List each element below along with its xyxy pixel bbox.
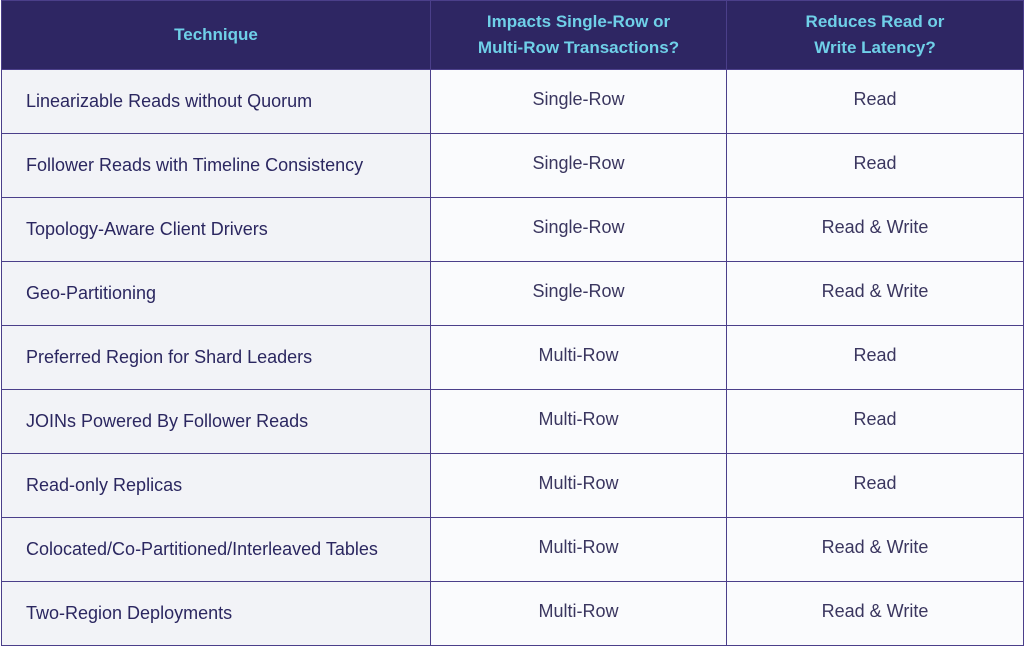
scope-cell: Multi-Row <box>430 325 727 390</box>
table-row: Colocated/Co-Partitioned/Interleaved Tab… <box>1 517 1024 582</box>
table-row: Read-only Replicas Multi-Row Read <box>1 453 1024 518</box>
table-row: Follower Reads with Timeline Consistency… <box>1 133 1024 198</box>
header-latency: Reduces Read or Write Latency? <box>726 0 1024 70</box>
scope-cell: Multi-Row <box>430 453 727 518</box>
table-row: Geo-Partitioning Single-Row Read & Write <box>1 261 1024 326</box>
header-transaction-scope: Impacts Single-Row or Multi-Row Transact… <box>430 0 727 70</box>
header-row: Technique Impacts Single-Row or Multi-Ro… <box>1 0 1024 70</box>
scope-cell: Multi-Row <box>430 517 727 582</box>
technique-cell: Geo-Partitioning <box>1 261 431 326</box>
technique-cell: Follower Reads with Timeline Consistency <box>1 133 431 198</box>
scope-cell: Single-Row <box>430 261 727 326</box>
header-technique: Technique <box>1 0 431 70</box>
latency-cell: Read & Write <box>726 197 1024 262</box>
latency-cell: Read <box>726 389 1024 454</box>
scope-cell: Multi-Row <box>430 389 727 454</box>
table-body: Linearizable Reads without Quorum Single… <box>1 69 1024 646</box>
technique-cell: Preferred Region for Shard Leaders <box>1 325 431 390</box>
latency-cell: Read <box>726 69 1024 134</box>
table-row: Topology-Aware Client Drivers Single-Row… <box>1 197 1024 262</box>
latency-cell: Read <box>726 325 1024 390</box>
table-row: Preferred Region for Shard Leaders Multi… <box>1 325 1024 390</box>
scope-cell: Multi-Row <box>430 581 727 646</box>
header-scope-line-2: Multi-Row Transactions? <box>477 38 680 57</box>
header-latency-line-2: Write Latency? <box>814 38 936 57</box>
latency-cell: Read & Write <box>726 581 1024 646</box>
table-header: Technique Impacts Single-Row or Multi-Ro… <box>1 0 1024 70</box>
technique-cell: Linearizable Reads without Quorum <box>1 69 431 134</box>
scope-cell: Single-Row <box>430 133 727 198</box>
technique-cell: Colocated/Co-Partitioned/Interleaved Tab… <box>1 517 431 582</box>
scope-cell: Single-Row <box>430 197 727 262</box>
table-row: Two-Region Deployments Multi-Row Read & … <box>1 581 1024 646</box>
scope-cell: Single-Row <box>430 69 727 134</box>
header-scope-line-1: Impacts Single-Row or <box>486 12 671 31</box>
technique-cell: Two-Region Deployments <box>1 581 431 646</box>
latency-cell: Read <box>726 133 1024 198</box>
technique-cell: Topology-Aware Client Drivers <box>1 197 431 262</box>
latency-cell: Read & Write <box>726 517 1024 582</box>
header-technique-label: Technique <box>174 25 258 44</box>
technique-cell: Read-only Replicas <box>1 453 431 518</box>
table-row: JOINs Powered By Follower Reads Multi-Ro… <box>1 389 1024 454</box>
header-latency-line-1: Reduces Read or <box>805 12 945 31</box>
latency-cell: Read & Write <box>726 261 1024 326</box>
latency-cell: Read <box>726 453 1024 518</box>
table-row: Linearizable Reads without Quorum Single… <box>1 69 1024 134</box>
technique-cell: JOINs Powered By Follower Reads <box>1 389 431 454</box>
